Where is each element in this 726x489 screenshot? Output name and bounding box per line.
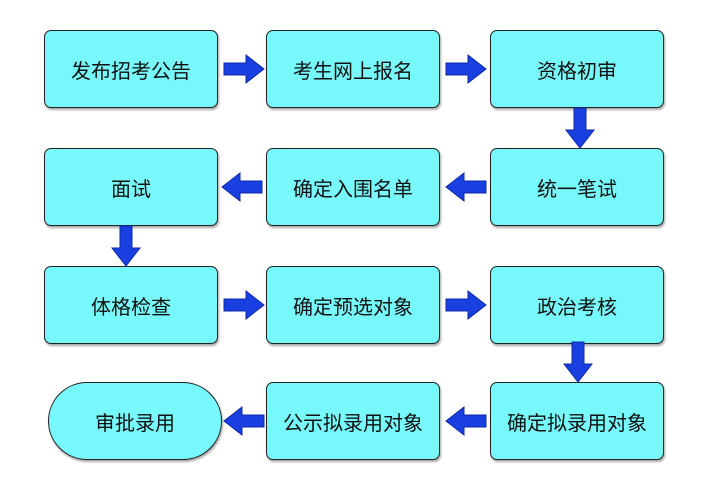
arrow-right-icon: [223, 54, 265, 84]
node-label: 考生网上报名: [293, 58, 413, 83]
node-proposed-hire: 确定拟录用对象: [490, 382, 664, 460]
node-publicize: 公示拟录用对象: [266, 382, 440, 460]
node-written-exam: 统一笔试: [490, 148, 664, 226]
node-label: 体格检查: [91, 294, 171, 319]
node-physical-exam: 体格检查: [44, 266, 218, 344]
node-label: 公示拟录用对象: [283, 410, 423, 435]
arrow-left-icon: [223, 406, 265, 436]
node-online-registration: 考生网上报名: [266, 30, 440, 108]
arrow-right-icon: [445, 290, 487, 320]
node-publish-announcement: 发布招考公告: [44, 30, 218, 108]
arrow-left-icon: [445, 406, 487, 436]
arrow-down-icon: [565, 107, 595, 149]
node-political-review: 政治考核: [490, 266, 664, 344]
arrow-left-icon: [445, 172, 487, 202]
node-label: 政治考核: [537, 294, 617, 319]
node-label: 确定拟录用对象: [507, 410, 647, 435]
node-label: 确定入围名单: [293, 176, 413, 201]
arrow-left-icon: [221, 172, 263, 202]
node-label: 面试: [111, 176, 151, 201]
node-label: 审批录用: [95, 410, 175, 435]
node-label: 统一笔试: [537, 176, 617, 201]
node-label: 资格初审: [537, 58, 617, 83]
node-preliminary-review: 资格初审: [490, 30, 664, 108]
node-preselection: 确定预选对象: [266, 266, 440, 344]
node-label: 确定预选对象: [293, 294, 413, 319]
node-interview: 面试: [44, 148, 218, 226]
arrow-right-icon: [223, 290, 265, 320]
node-label: 发布招考公告: [71, 58, 191, 83]
arrow-down-icon: [111, 225, 141, 267]
arrow-down-icon: [563, 341, 593, 383]
node-shortlist: 确定入围名单: [266, 148, 440, 226]
arrow-right-icon: [445, 54, 487, 84]
node-approve-hire: 审批录用: [48, 382, 222, 460]
